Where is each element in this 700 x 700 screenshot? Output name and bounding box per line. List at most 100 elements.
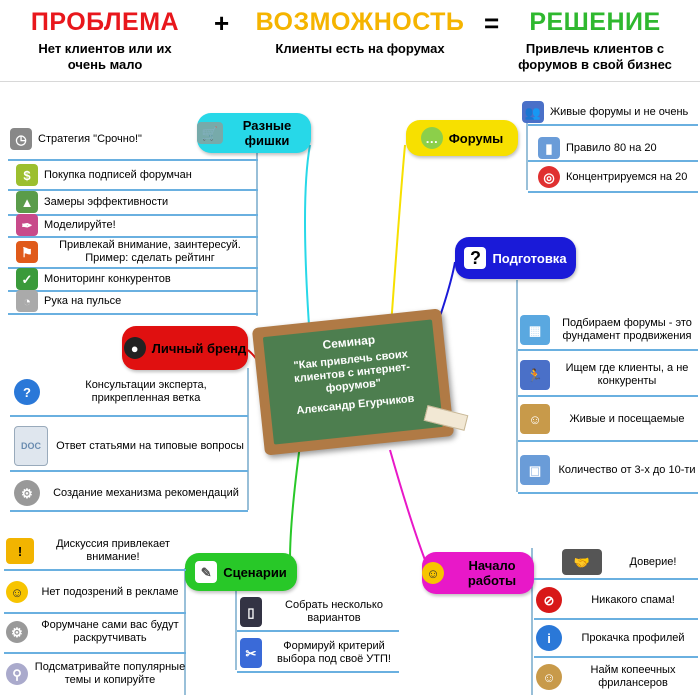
doc-icon: DOC [14, 426, 48, 466]
fishki-item: ✓Мониторинг конкурентов [16, 268, 256, 290]
brend-item: ?Консультации эксперта, прикрепленная ве… [14, 375, 246, 409]
money-icon: $ [16, 164, 38, 186]
node-scenarii[interactable]: ✎ Сценарии [185, 553, 297, 591]
fishki-item: ▲Замеры эффективности [16, 190, 256, 214]
node-fishki[interactable]: 🛒 Разные фишки [197, 113, 311, 153]
divider [8, 214, 258, 216]
podgotovka-item: 🏃Ищем где клиенты, а не конкуренты [520, 355, 698, 395]
target-icon: ◎ [538, 166, 560, 188]
info-icon: i [536, 625, 562, 651]
package-icon: ▣ [520, 455, 550, 485]
users-icon: 👥 [522, 101, 544, 123]
chalkboard: Семинар "Как привлечь своих клиентов с и… [251, 308, 455, 456]
problem-title: ПРОБЛЕМА [30, 8, 180, 36]
divider [8, 159, 258, 161]
forumy-item: ◎Концентрируемся на 20 [538, 164, 698, 190]
magnifier-icon: ⚲ [6, 663, 28, 685]
bar-chart-icon: ▮ [538, 137, 560, 159]
node-forumy[interactable]: … Форумы [406, 120, 518, 156]
fishki-item: ◔Рука на пульсе [16, 290, 256, 312]
pen-icon: ✒ [16, 214, 38, 236]
divider [8, 290, 258, 292]
flag-icon: ⚑ [16, 241, 38, 263]
plus-sign: + [214, 8, 230, 38]
divider [4, 652, 186, 654]
solution-block: РЕШЕНИЕ Привлечь клиентов с форумов в св… [505, 8, 685, 73]
forumy-item: 👥Живые форумы и не очень [522, 100, 698, 124]
fishki-item: ⚑Привлекай внимание, заинтересуй. Пример… [16, 238, 256, 266]
fishki-item: $Покупка подписей форумчан [16, 163, 256, 187]
help-icon: ? [14, 379, 40, 405]
node-nachalo[interactable]: ☺ Начало работы [422, 552, 534, 594]
divider [518, 440, 698, 442]
people-icon: ☺ [520, 404, 550, 434]
node-nachalo-label: Начало работы [467, 558, 517, 588]
scenarii-right-item: ✂Формируй критерий выбора под своё УТП! [240, 636, 400, 670]
cubes-icon: ▦ [520, 315, 550, 345]
divider [8, 267, 258, 269]
pencil-icon: ✎ [195, 561, 218, 583]
fishki-item: ✒Моделируйте! [16, 214, 256, 236]
shopping-cart-icon: 🛒 [197, 122, 223, 144]
podgotovka-item: ☺Живые и посещаемые [520, 400, 698, 438]
warning-icon: ! [6, 538, 34, 564]
divider [10, 415, 248, 417]
node-podgotovka[interactable]: ? Подготовка [455, 237, 576, 279]
spy-icon: ● [123, 337, 146, 359]
opportunity-text: Клиенты есть на форумах [275, 41, 445, 56]
chat-bubbles-icon: … [420, 127, 443, 149]
tools-icon: ✂ [240, 638, 262, 668]
node-scenarii-label: Сценарии [223, 564, 287, 580]
divider [518, 492, 698, 494]
scenarii-left-item: ☺Нет подозрений в рекламе [6, 576, 186, 608]
brend-item: ⚙Создание механизма рекомендаций [14, 476, 246, 510]
divider [518, 349, 698, 351]
node-brend[interactable]: ● Личный бренд [122, 326, 248, 370]
chart-icon: ▲ [16, 191, 38, 213]
people-icon: ☺ [536, 664, 562, 690]
divider [518, 395, 698, 397]
node-fishki-label: Разные фишки [242, 118, 292, 148]
runner-icon: 🏃 [520, 360, 550, 390]
scenarii-left-item: ⚙Форумчане сами вас будут раскрутчивать [6, 616, 186, 648]
divider [8, 189, 258, 191]
divider [528, 124, 698, 126]
divider [10, 470, 248, 472]
header: ПРОБЛЕМА Нет клиентов или их очень мало … [0, 0, 700, 82]
node-forumy-label: Форумы [448, 130, 504, 146]
divider [8, 236, 258, 238]
divider [528, 191, 698, 193]
smiley-icon: ☺ [6, 581, 28, 603]
gauge-icon: ◔ [16, 290, 38, 312]
gears-icon: ⚙ [14, 480, 40, 506]
opportunity-title: ВОЗМОЖНОСТЬ [255, 8, 465, 36]
divider [10, 510, 248, 512]
worker-icon: ☺ [422, 562, 444, 584]
divider [4, 612, 186, 614]
scenarii-left-item: !Дискуссия привлекает внимание! [6, 535, 186, 567]
fishki-item: ◷Стратегия "Срочно!" [10, 124, 250, 154]
solution-title: РЕШЕНИЕ [529, 8, 661, 36]
scenarii-left-item: ⚲Подсматривайте популярные темы и копиру… [6, 658, 186, 690]
nachalo-item: ⊘Никакого спама! [536, 586, 698, 614]
divider [237, 630, 399, 632]
podgotovka-item: ▦Подбираем форумы - это фундамент продви… [520, 310, 698, 350]
problem-block: ПРОБЛЕМА Нет клиентов или их очень мало [20, 8, 190, 73]
divider [534, 578, 698, 580]
phone-icon: ▯ [240, 597, 262, 627]
nachalo-item: ☺Найм копеечных фрилансеров [536, 660, 698, 694]
divider [528, 160, 698, 162]
solution-text: Привлечь клиентов с форумов в свой бизне… [518, 41, 672, 72]
no-icon: ⊘ [536, 587, 562, 613]
forumy-item: ▮Правило 80 на 20 [538, 136, 698, 160]
divider [8, 313, 258, 315]
equals-sign: = [484, 8, 500, 38]
stopwatch-icon: ◷ [10, 128, 32, 150]
node-podgotovka-label: Подготовка [492, 250, 567, 266]
node-brend-label: Личный бренд [151, 340, 247, 356]
opportunity-block: ВОЗМОЖНОСТЬ Клиенты есть на форумах [250, 8, 470, 57]
divider [534, 618, 698, 620]
question-mark-icon: ? [464, 247, 487, 269]
